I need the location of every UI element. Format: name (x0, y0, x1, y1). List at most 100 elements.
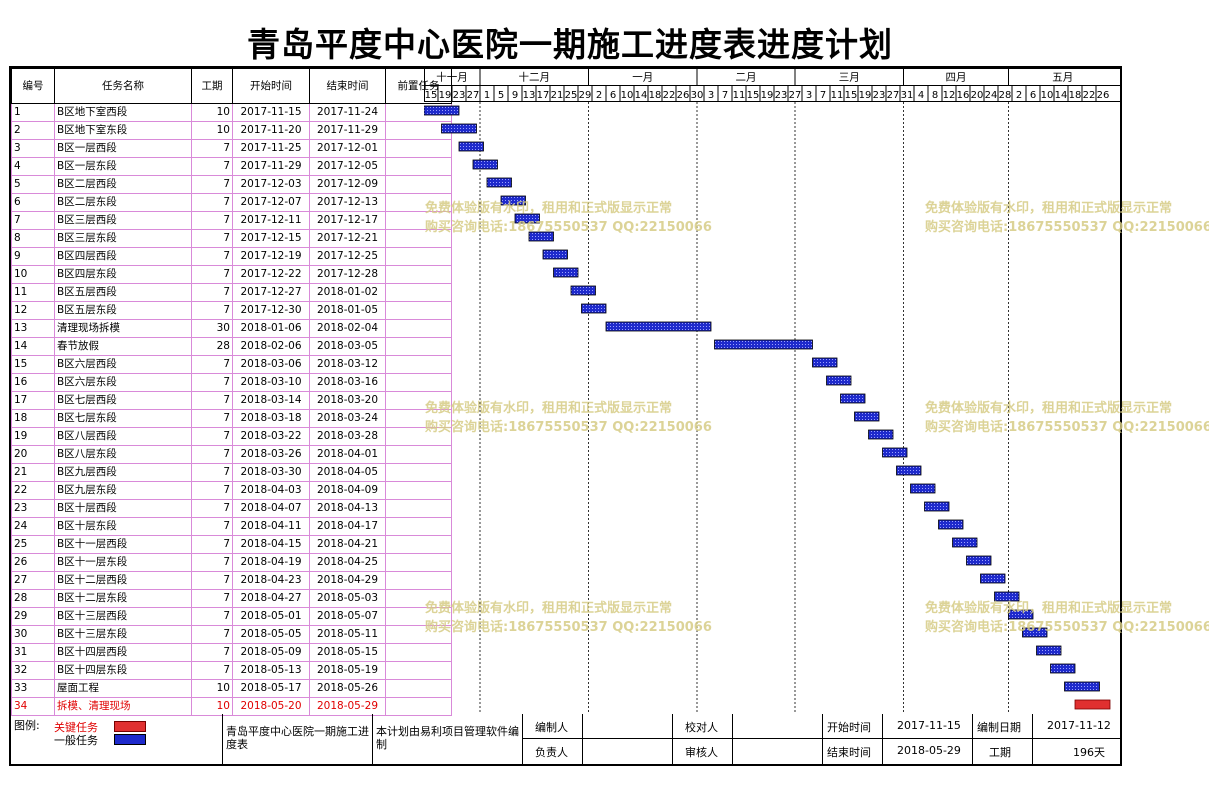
day-label: 6 (1030, 90, 1036, 101)
task-start: 2018-04-23 (232, 571, 310, 590)
task-end: 2018-05-29 (309, 697, 386, 716)
task-start: 2018-03-10 (232, 373, 310, 392)
task-duration: 7 (191, 247, 233, 266)
task-bar (938, 519, 964, 530)
task-duration: 7 (191, 535, 233, 554)
legend-normal-swatch (114, 734, 146, 745)
day-label: 23 (453, 90, 466, 101)
task-name: 春节放假 (54, 337, 192, 356)
task-bar (605, 321, 712, 332)
task-predecessor (385, 697, 452, 716)
task-end: 2017-12-05 (309, 157, 386, 176)
header-name: 任务名称 (54, 68, 192, 104)
task-end: 2018-03-16 (309, 373, 386, 392)
task-duration: 7 (191, 571, 233, 590)
task-duration: 7 (191, 625, 233, 644)
day-label: 2 (596, 90, 602, 101)
task-end: 2017-11-24 (309, 103, 386, 122)
task-end: 2018-05-07 (309, 607, 386, 626)
end-label: 结束时间 (823, 739, 883, 764)
task-bar (840, 393, 866, 404)
task-id: 24 (11, 517, 55, 536)
watermark: 免费体验版有水印，租用和正式版显示正常购买咨询电话:18675550537 QQ… (925, 399, 1209, 437)
task-start: 2018-05-13 (232, 661, 310, 680)
task-end: 2018-03-20 (309, 391, 386, 410)
task-name: B区十层东段 (54, 517, 192, 536)
task-duration: 7 (191, 193, 233, 212)
task-start: 2017-11-20 (232, 121, 310, 140)
task-start: 2018-04-03 (232, 481, 310, 500)
header-end: 结束时间 (309, 68, 386, 104)
task-name: B区十一层东段 (54, 553, 192, 572)
task-start: 2018-03-22 (232, 427, 310, 446)
task-start: 2018-04-07 (232, 499, 310, 518)
task-duration: 30 (191, 319, 233, 338)
day-label: 14 (1055, 90, 1068, 101)
day-label: 8 (932, 90, 938, 101)
watermark-line1: 免费体验版有水印，租用和正式版显示正常 (925, 601, 1173, 616)
watermark-line1: 免费体验版有水印，租用和正式版显示正常 (925, 201, 1173, 216)
task-end: 2018-03-24 (309, 409, 386, 428)
task-end: 2018-03-12 (309, 355, 386, 374)
day-label: 18 (649, 90, 662, 101)
task-bar (570, 285, 596, 296)
task-start: 2018-04-19 (232, 553, 310, 572)
legend-box: 图例: 关键任务 一般任务 (11, 714, 223, 764)
task-duration: 7 (191, 373, 233, 392)
task-start: 2017-11-25 (232, 139, 310, 158)
task-duration: 7 (191, 481, 233, 500)
day-label: 6 (610, 90, 616, 101)
watermark-line1: 免费体验版有水印，租用和正式版显示正常 (425, 201, 673, 216)
task-id: 1 (11, 103, 55, 122)
watermark: 免费体验版有水印，租用和正式版显示正常购买咨询电话:18675550537 QQ… (425, 399, 712, 437)
task-id: 32 (11, 661, 55, 680)
task-end: 2018-04-21 (309, 535, 386, 554)
compile-value: 2017-11-12 (1033, 714, 1121, 739)
task-id: 7 (11, 211, 55, 230)
task-start: 2018-04-11 (232, 517, 310, 536)
day-label: 10 (621, 90, 634, 101)
day-label: 2 (1016, 90, 1022, 101)
task-name: B区一层西段 (54, 139, 192, 158)
watermark: 免费体验版有水印，租用和正式版显示正常购买咨询电话:18675550537 QQ… (925, 199, 1209, 237)
task-duration: 10 (191, 121, 233, 140)
task-start: 2018-05-17 (232, 679, 310, 698)
task-bar (826, 375, 852, 386)
header-duration: 工期 (191, 68, 233, 104)
watermark-line2: 购买咨询电话:18675550537 QQ:22150066 (425, 220, 712, 235)
task-bar (424, 105, 460, 116)
task-start: 2018-04-15 (232, 535, 310, 554)
task-name: B区五层东段 (54, 301, 192, 320)
day-label: 10 (1041, 90, 1054, 101)
month-label: 一月 (632, 72, 653, 84)
day-label: 27 (887, 90, 900, 101)
task-start: 2018-03-06 (232, 355, 310, 374)
task-id: 6 (11, 193, 55, 212)
day-label: 4 (918, 90, 924, 101)
task-name: B区八层东段 (54, 445, 192, 464)
month-label: 三月 (839, 72, 860, 84)
task-duration: 7 (191, 463, 233, 482)
day-label: 7 (820, 90, 826, 101)
task-end: 2017-12-09 (309, 175, 386, 194)
task-end: 2018-04-25 (309, 553, 386, 572)
task-duration: 10 (191, 103, 233, 122)
watermark: 免费体验版有水印，租用和正式版显示正常购买咨询电话:18675550537 QQ… (425, 599, 712, 637)
task-bar (458, 141, 484, 152)
day-label: 26 (677, 90, 690, 101)
day-label: 3 (806, 90, 812, 101)
task-id: 26 (11, 553, 55, 572)
